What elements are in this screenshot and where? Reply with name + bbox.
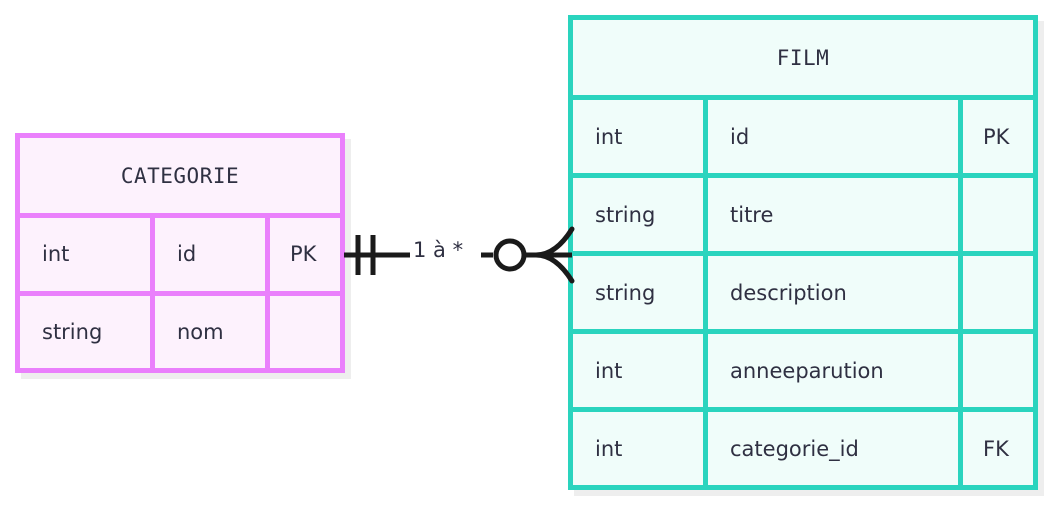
attribute-name: nom — [155, 295, 270, 368]
entity-title-film: FILM — [573, 20, 1033, 100]
attribute-name: anneeparution — [708, 334, 963, 407]
entity-title-categorie: CATEGORIE — [20, 138, 340, 218]
relationship-connector[interactable] — [340, 215, 580, 300]
attribute-name: id — [155, 218, 270, 291]
attribute-type: int — [573, 334, 708, 407]
attribute-key-badge: FK — [983, 436, 1009, 461]
attribute-type: string — [20, 295, 155, 368]
attribute-key-badge: PK — [290, 242, 317, 267]
attribute-name: titre — [708, 178, 963, 251]
attribute-key-badge — [270, 296, 340, 369]
entity-film[interactable]: FILM int id PK string titre string descr… — [568, 15, 1044, 496]
crow-foot-upper-icon — [533, 226, 575, 258]
relationship-label: 1 à * — [413, 238, 464, 262]
attribute-key-badge: PK — [983, 124, 1010, 149]
attribute-key-badge — [963, 334, 1033, 407]
attribute-type: int — [20, 218, 155, 291]
attribute-type: string — [573, 256, 708, 329]
table-row[interactable]: int categorie_id FK — [573, 412, 1033, 485]
attribute-name: categorie_id — [708, 412, 963, 485]
table-row[interactable]: string titre — [573, 178, 1033, 256]
entity-body: CATEGORIE int id PK string nom — [15, 133, 345, 373]
table-row[interactable]: int anneeparution — [573, 334, 1033, 412]
crow-foot-lower-icon — [533, 252, 575, 284]
entity-body: FILM int id PK string titre string descr… — [568, 15, 1038, 490]
attribute-type: int — [573, 412, 708, 485]
attribute-name: id — [708, 100, 963, 173]
table-row[interactable]: string nom — [20, 295, 340, 369]
entity-categorie[interactable]: CATEGORIE int id PK string nom — [15, 133, 351, 379]
attribute-type: int — [573, 100, 708, 173]
attribute-key-badge — [963, 256, 1033, 329]
table-row[interactable]: string description — [573, 256, 1033, 334]
cardinality-zero-circle-icon — [493, 238, 527, 272]
table-row[interactable]: int id PK — [20, 218, 340, 296]
table-row[interactable]: int id PK — [573, 100, 1033, 178]
attribute-type: string — [573, 178, 708, 251]
attribute-name: description — [708, 256, 963, 329]
attribute-key-badge — [963, 178, 1033, 251]
